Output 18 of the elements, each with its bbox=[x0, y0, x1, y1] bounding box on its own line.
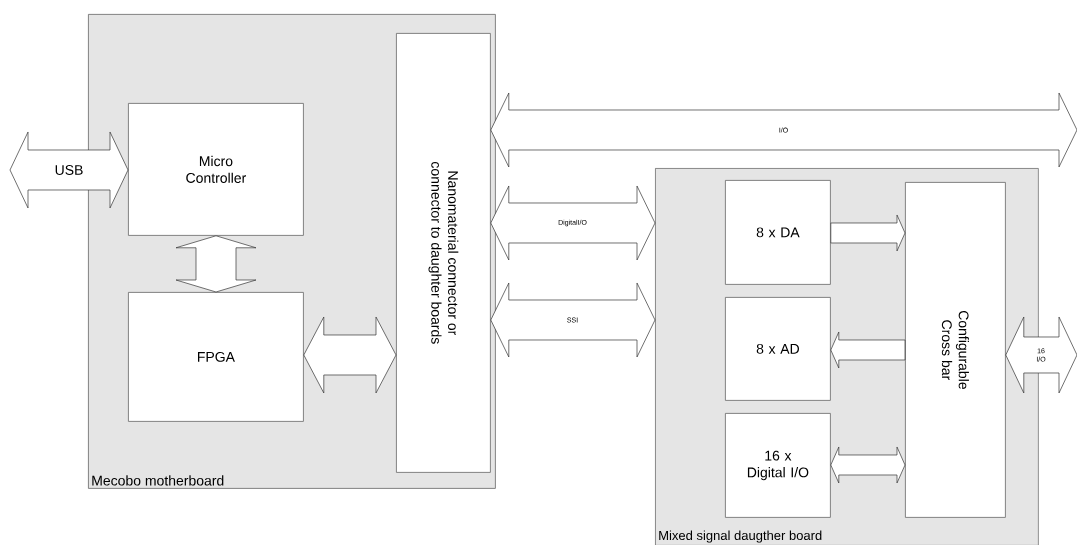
block-box: Configurable Cross bar bbox=[905, 182, 1006, 518]
block-arrow bbox=[1005, 316, 1077, 394]
block-box: Micro Controller bbox=[128, 103, 304, 236]
block-arrow bbox=[830, 331, 906, 369]
block-box: 8 x DA bbox=[725, 180, 831, 285]
block-arrow bbox=[490, 282, 656, 358]
block-arrow bbox=[830, 214, 906, 252]
block-box: 8 x AD bbox=[725, 297, 831, 401]
block-arrow bbox=[175, 235, 257, 293]
block-box: Nanomaterial connector or connector to daughter boards bbox=[396, 33, 491, 473]
block-arrow bbox=[490, 92, 1077, 168]
edge-label: USB bbox=[55, 165, 83, 175]
block-box: FPGA bbox=[128, 292, 304, 422]
block-arrow bbox=[490, 185, 656, 261]
block-box: 16 x Digital I/O bbox=[725, 413, 831, 518]
block-arrow bbox=[303, 316, 397, 394]
block-arrow bbox=[9, 131, 129, 209]
block-arrow bbox=[830, 446, 906, 484]
